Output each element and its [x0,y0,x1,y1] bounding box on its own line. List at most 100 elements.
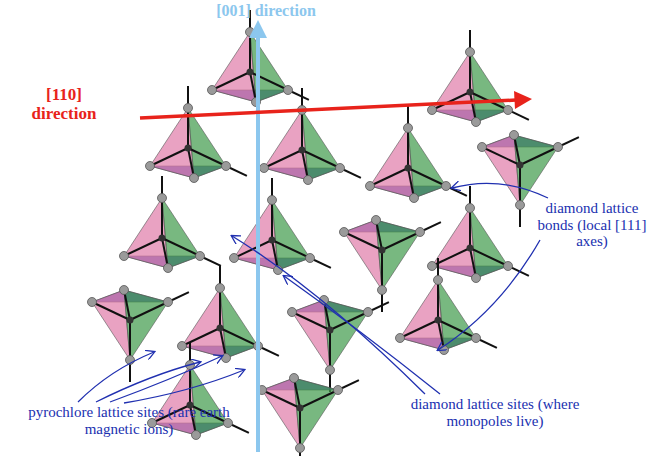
pyrochlore-site [428,106,437,115]
diamond-bond [329,330,331,370]
pyrochlore-site [466,204,475,213]
diamond-bond [92,302,130,320]
diamond-site [299,147,306,154]
diamond-bond [330,312,368,330]
diamond-bond [407,128,409,168]
diamond-site [127,317,134,324]
pyrochlore-site [192,431,201,440]
pyrochlore-site [158,194,167,203]
pyrochlore-site [410,194,419,203]
diamond-bond [400,320,438,338]
pyrochlore-site [88,298,97,307]
pyrochlore-site [336,164,345,173]
tetra-face [482,135,520,205]
diamond-bond [470,248,508,266]
direction-110-head [514,91,532,109]
pyrochlore-site [396,334,405,343]
diamond-site [517,162,524,169]
pyrochlore-site [178,342,187,351]
tetra-face [190,365,228,435]
pyrochlore-site [222,162,231,171]
diamond-site [185,145,192,152]
pyrochlore-site [120,286,129,295]
diamond-bond [302,150,340,168]
diamond-bond [299,408,301,448]
tetra-face [302,110,340,180]
pyrochlore-site [268,196,277,205]
leader-lines [78,183,548,403]
pyrochlore-site [190,174,199,183]
diamond-bond [469,208,471,248]
pyrochlore-site [216,284,225,293]
pyrochlore-site [472,334,481,343]
diamond-bond [124,238,162,256]
tetrahedra-lattice [88,10,579,456]
tetra-face [272,200,310,270]
tetra-face [262,378,300,448]
tetra-face [370,128,414,198]
tetra-face [470,208,508,278]
diamond-bond [438,320,476,338]
diamond-bond [250,72,288,90]
diamond-bond [262,390,300,408]
pyrochlore-site [516,201,525,210]
diamond-bond [212,72,250,90]
diamond-bond [272,240,310,258]
direction-110-arrow [140,100,516,118]
diamond-bond [129,320,131,360]
diamond-bond [182,328,220,346]
tetra-face [182,288,226,358]
pyrochlore-site [554,143,563,152]
diamond-site [159,235,166,242]
diamond-bond [162,238,200,256]
pyrochlore-site [146,162,155,171]
diamond-bond [271,200,273,240]
diamond-bond [301,110,303,150]
pyrochlore-site [304,176,313,185]
callout-label: diamond lattice bonds (local [111] axes) [528,200,656,250]
pyrochlore-site [288,308,297,317]
pyrochlore-site [404,124,413,133]
axis-label: [110] direction [24,86,104,123]
diamond-bond [219,288,221,328]
tetra-face [92,290,130,360]
diamond-bond [520,147,558,165]
diamond-bond [382,232,420,250]
diamond-site [435,317,442,324]
diamond-bond [370,168,408,186]
tetra-face [124,290,168,360]
pyrochlore-site [326,366,335,375]
pyrochlore-site [164,298,173,307]
pyrochlore-site [434,276,443,285]
diamond-site [217,325,224,332]
pyrochlore-site [296,444,305,453]
pyrochlore-site [416,228,425,237]
diamond-bond [482,147,520,165]
tetra-face [292,300,330,370]
pyrochlore-site [504,262,513,271]
tetra-face [188,108,226,178]
direction-001-arrow [256,32,260,452]
pyrochlore-site [478,143,487,152]
pyrochlore-site [466,48,475,57]
tetra-face [250,32,288,102]
diamond-bond [150,148,188,166]
axis-label: [001] direction [196,2,336,20]
pyrochlore-site [364,308,373,317]
diamond-bond [300,390,338,408]
pyrochlore-site [120,252,129,261]
tetra-face [470,52,508,122]
callout-label: pyrochlore lattice sites (rare earth mag… [14,404,244,437]
tetra-face [400,280,444,350]
callout-label: diamond lattice sites (where monopoles l… [400,396,590,429]
pyrochlore-site [504,106,513,115]
tetra-face [212,32,256,102]
diamond-bond [469,52,471,92]
pyrochlore-site [366,182,375,191]
diamond-site [327,327,334,334]
tetra-face [124,198,168,268]
diamond-bond [130,302,168,320]
tetra-face [432,52,476,122]
pyrochlore-site [334,386,343,395]
pyrochlore-site [208,86,217,95]
